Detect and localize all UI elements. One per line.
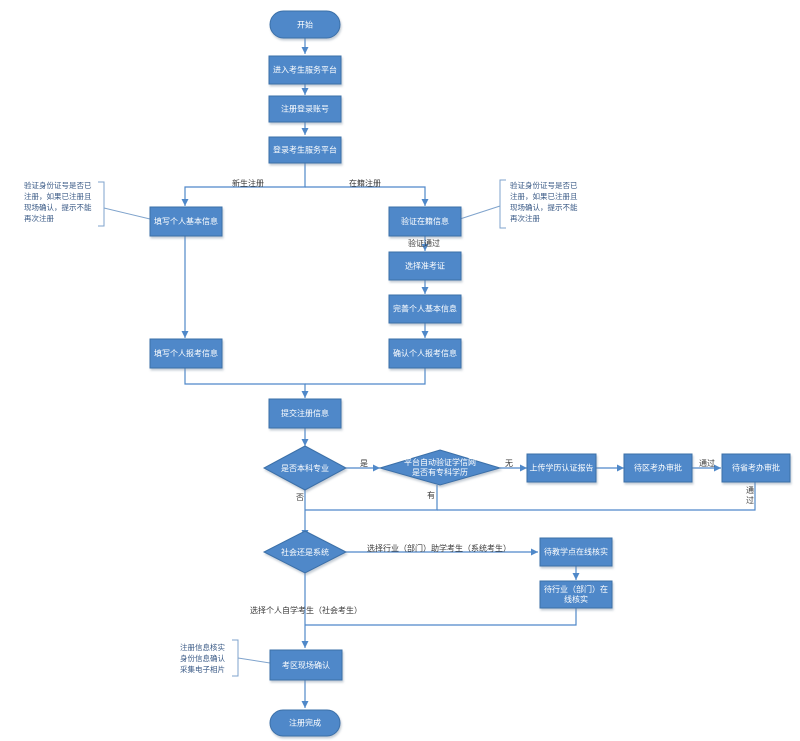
edge-confirm-submit bbox=[305, 368, 426, 385]
edge-province-pass bbox=[437, 482, 756, 511]
no-label: 否 bbox=[296, 493, 304, 502]
edge-labels: 新生注册 在籍注册 验证通过 是 无 通过 通 过 否 有 选择行业（部门）助学… bbox=[232, 178, 754, 615]
industry-check-label-2: 线核实 bbox=[564, 594, 588, 604]
left-note: 验证身份证号是否已 注册，如果已注册且 现场确认，提示不能 再次注册 bbox=[24, 180, 92, 223]
fill-basic-info-box bbox=[149, 206, 223, 237]
left-note-bracket bbox=[98, 181, 105, 227]
submit-registration-box bbox=[268, 398, 342, 429]
complete-basic-info-label: 完善个人基本信息 bbox=[393, 304, 457, 314]
upload-report-box bbox=[526, 453, 597, 483]
confirm-exam-info-box bbox=[388, 338, 462, 369]
verify-enrolled-label: 验证在籍信息 bbox=[401, 216, 449, 226]
yes-label: 是 bbox=[360, 459, 368, 468]
province-pass-label-1: 通 bbox=[746, 485, 754, 495]
done-terminal bbox=[269, 709, 341, 737]
edge-login-new bbox=[181, 163, 306, 206]
left-note-line-3: 现场确认，提示不能 bbox=[24, 202, 92, 212]
complete-basic-info-box bbox=[388, 294, 462, 324]
start-label: 开始 bbox=[297, 20, 313, 30]
right-note-line-4: 再次注册 bbox=[510, 213, 540, 223]
verify-pass-label: 验证通过 bbox=[408, 238, 440, 248]
fill-exam-info-box bbox=[149, 338, 223, 369]
auto-verify-label-2: 是否有专科学历 bbox=[412, 467, 468, 477]
is-undergrad-decision bbox=[262, 445, 348, 491]
register-account-box bbox=[268, 95, 342, 123]
teaching-site-check-box bbox=[539, 537, 613, 567]
verify-enrolled-box bbox=[388, 206, 462, 237]
onsite-confirm-box bbox=[269, 649, 343, 681]
province-pass-label-2: 过 bbox=[746, 495, 754, 505]
new-student-label: 新生注册 bbox=[232, 178, 264, 188]
choose-industry-label: 选择行业（部门）助学考生（系统考生） bbox=[367, 543, 511, 553]
right-note-line-2: 注册，如果已注册且 bbox=[510, 191, 578, 201]
onsite-note-line-2: 身份信息确认 bbox=[180, 653, 225, 663]
choose-admission-box bbox=[388, 251, 462, 281]
industry-check-box bbox=[539, 580, 613, 609]
upload-report-label: 上传学历认证报告 bbox=[530, 463, 594, 473]
left-note-line-1: 验证身份证号是否已 bbox=[24, 180, 92, 190]
right-note-line-1: 验证身份证号是否已 bbox=[510, 180, 578, 190]
province-review-label: 待省考办审批 bbox=[732, 463, 780, 473]
enrolled-label: 在籍注册 bbox=[349, 178, 381, 188]
social-or-system-decision bbox=[262, 530, 348, 574]
industry-check-label-1: 待行业（部门）在 bbox=[544, 584, 608, 594]
enter-platform-label: 进入考生服务平台 bbox=[273, 65, 337, 75]
is-undergrad-label: 是否本科专业 bbox=[281, 463, 329, 473]
right-note-bracket bbox=[499, 179, 506, 229]
onsite-note-link bbox=[237, 657, 271, 664]
onsite-confirm-label: 考区现场确认 bbox=[282, 660, 330, 670]
none-label: 无 bbox=[505, 459, 513, 468]
annotation-brackets bbox=[98, 179, 506, 677]
connector-lines bbox=[181, 38, 756, 708]
fill-exam-info-label: 填写个人报考信息 bbox=[154, 348, 218, 358]
login-platform-box bbox=[268, 136, 342, 164]
choose-admission-label: 选择准考证 bbox=[405, 261, 445, 271]
has-label: 有 bbox=[427, 490, 435, 500]
done-label: 注册完成 bbox=[289, 718, 321, 728]
node-labels: 开始 进入考生服务平台 注册登录账号 登录考生服务平台 填写个人基本信息 验证在… bbox=[154, 20, 780, 728]
flow-nodes bbox=[149, 10, 791, 737]
right-note: 验证身份证号是否已 注册，如果已注册且 现场确认，提示不能 再次注册 bbox=[510, 180, 578, 223]
enter-platform-box bbox=[268, 55, 342, 85]
pass-label: 通过 bbox=[699, 458, 715, 468]
district-review-box bbox=[623, 453, 693, 483]
auto-verify-decision bbox=[378, 449, 502, 486]
onsite-note-bracket bbox=[232, 639, 239, 677]
onsite-note-line-1: 注册信息核实 bbox=[180, 642, 225, 652]
edge-industry-onsite bbox=[305, 608, 577, 626]
edge-autoverify-has bbox=[305, 485, 438, 511]
left-note-line-4: 再次注册 bbox=[24, 213, 54, 223]
auto-verify-label-1: 平台自动验证学信网 bbox=[404, 457, 476, 467]
edge-fill-exam-submit bbox=[184, 368, 309, 398]
start-terminal bbox=[269, 10, 341, 39]
submit-registration-label: 提交注册信息 bbox=[281, 408, 329, 418]
onsite-note: 注册信息核实 身份信息确认 采集电子相片 bbox=[180, 642, 225, 674]
left-note-link bbox=[103, 207, 151, 220]
fill-basic-info-label: 填写个人基本信息 bbox=[154, 216, 218, 226]
choose-self-label: 选择个人自学考生（社会考生） bbox=[250, 605, 362, 615]
edge-login-enrolled bbox=[305, 186, 429, 206]
teaching-site-check-label: 待教学点在线核实 bbox=[544, 547, 608, 557]
right-note-line-3: 现场确认，提示不能 bbox=[510, 202, 578, 212]
social-or-system-label: 社会还是系统 bbox=[281, 547, 329, 557]
district-review-label: 待区考办审批 bbox=[634, 463, 682, 473]
login-platform-label: 登录考生服务平台 bbox=[273, 145, 337, 155]
confirm-exam-info-label: 确认个人报考信息 bbox=[393, 348, 457, 358]
province-review-box bbox=[721, 453, 791, 483]
right-note-link bbox=[459, 205, 501, 220]
register-account-label: 注册登录账号 bbox=[281, 104, 329, 114]
onsite-note-line-3: 采集电子相片 bbox=[180, 664, 225, 674]
left-note-line-2: 注册，如果已注册且 bbox=[24, 191, 92, 201]
